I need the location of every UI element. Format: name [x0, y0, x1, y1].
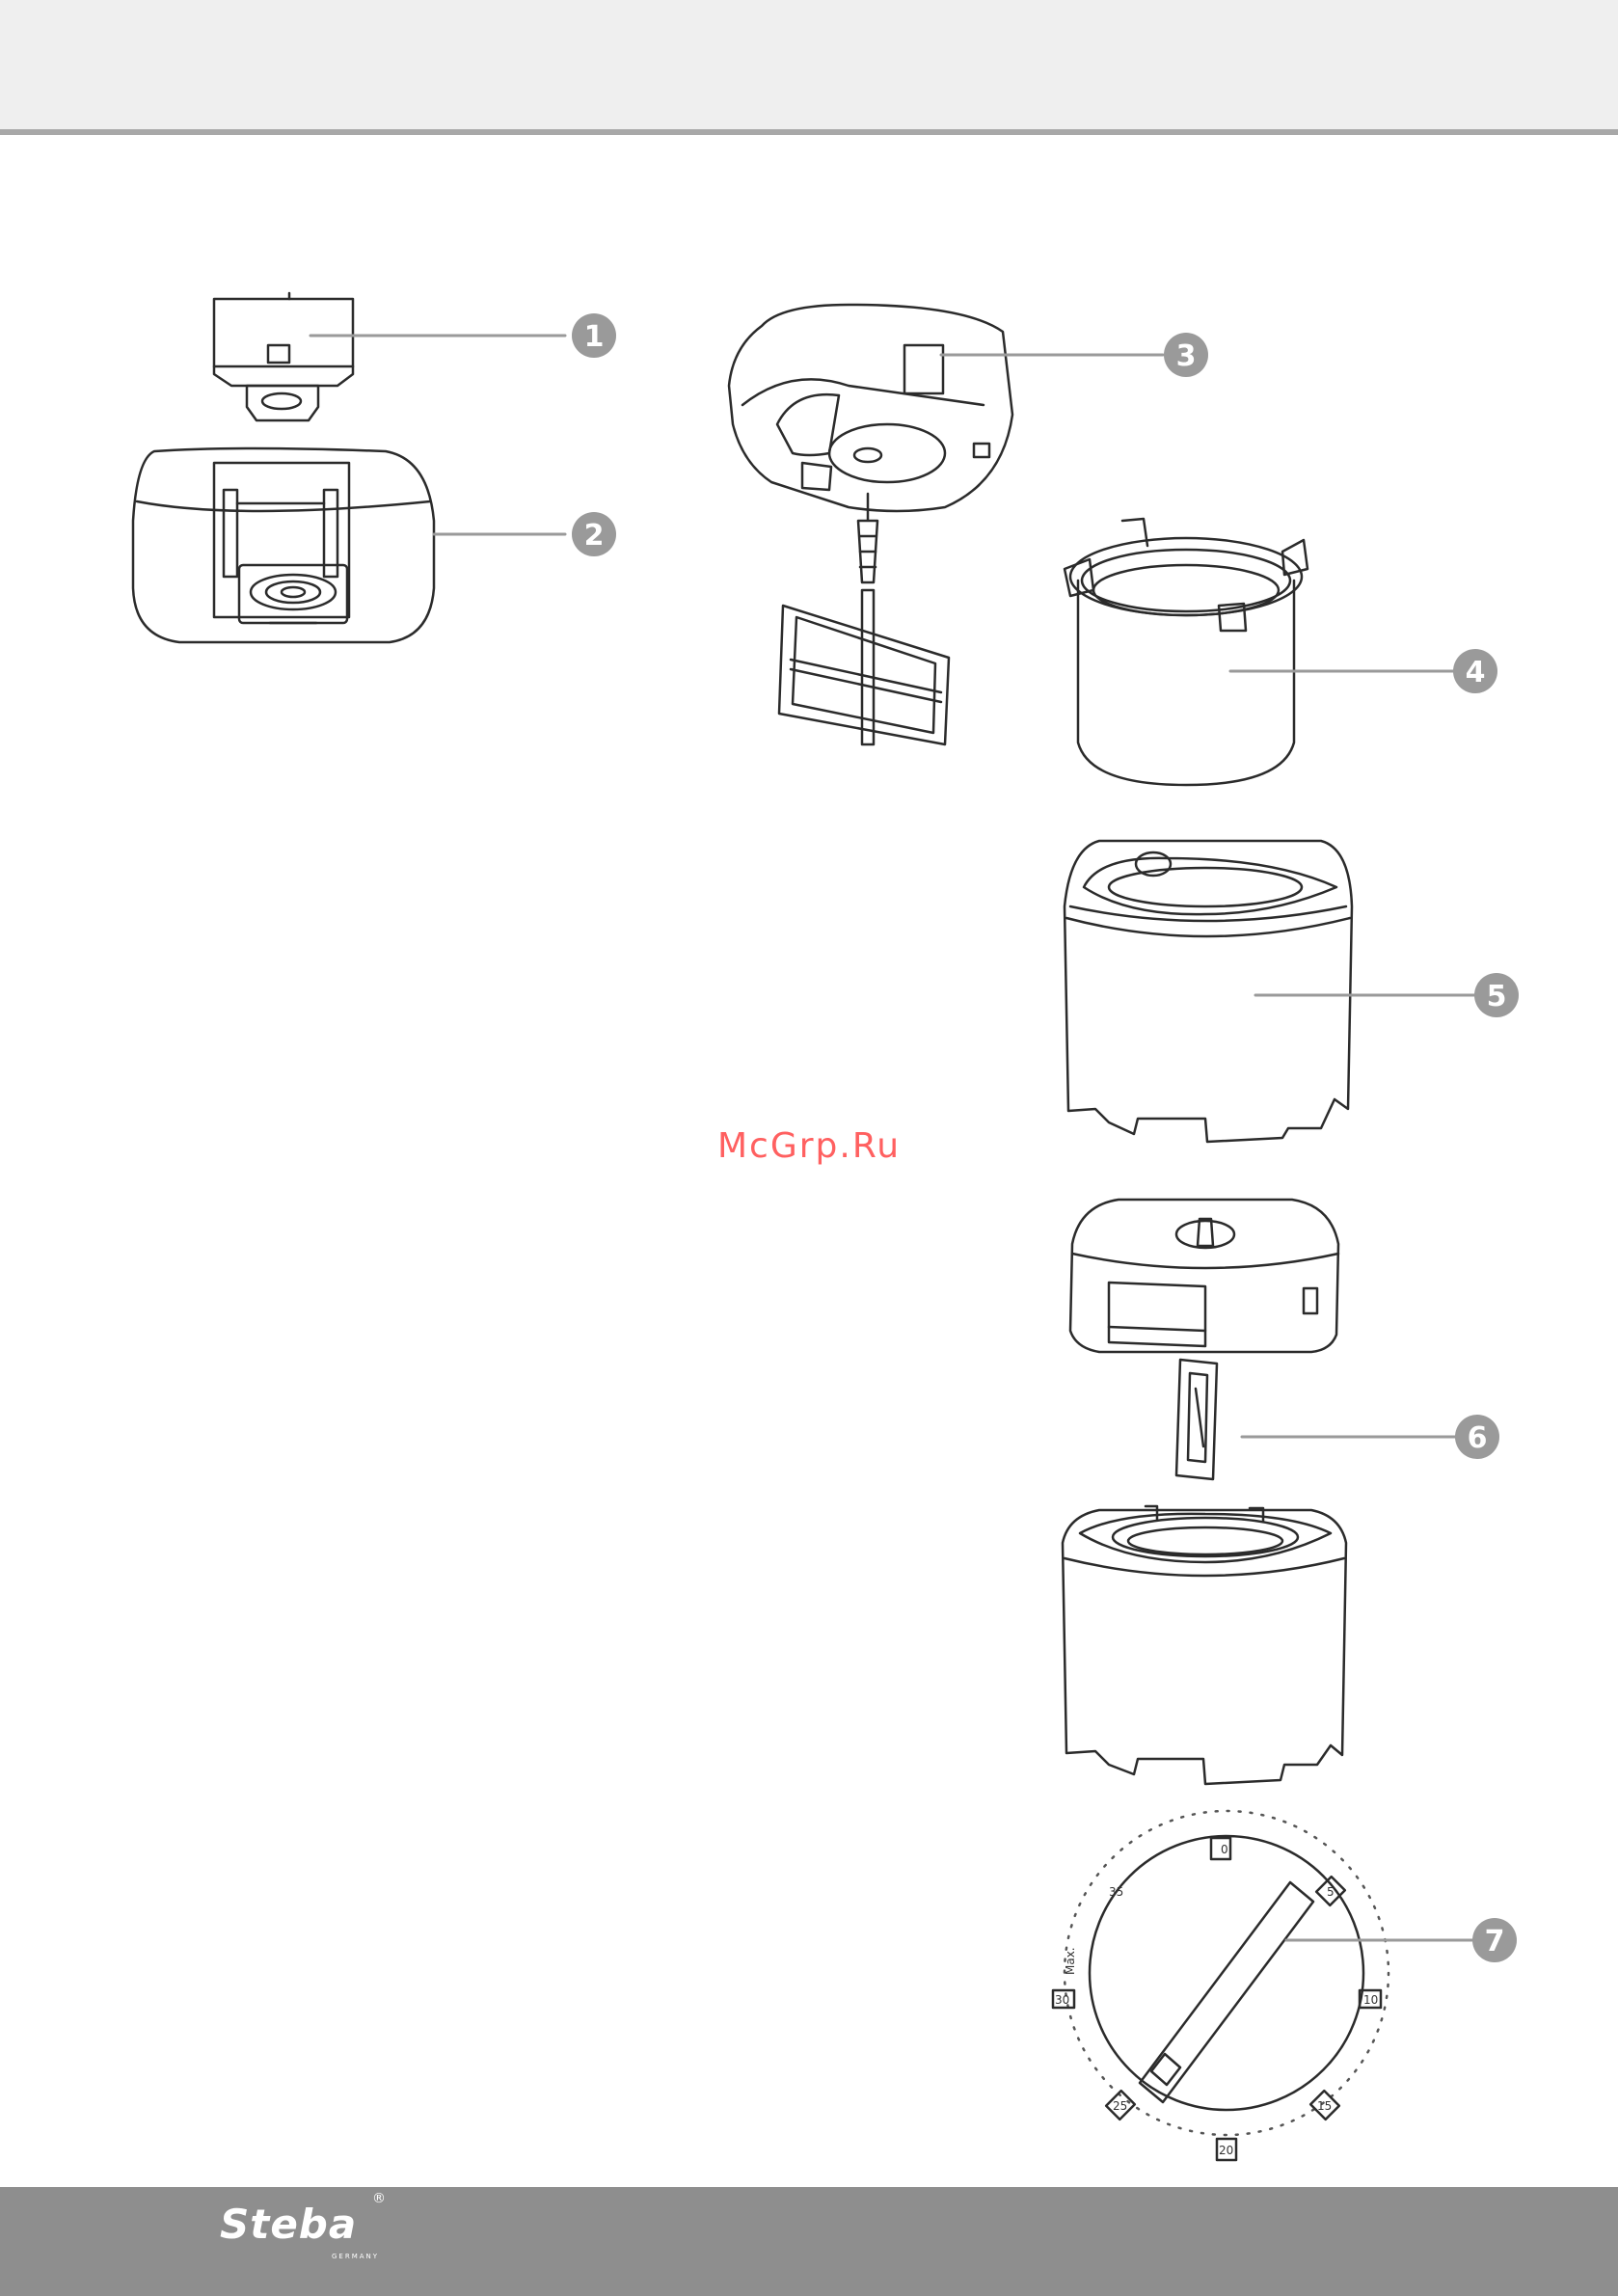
callout-7: 7	[1472, 1918, 1517, 1962]
callout-3: 3	[1164, 333, 1208, 377]
callout-5: 5	[1474, 973, 1519, 1017]
callout-1: 1	[572, 313, 616, 358]
callout-6: 6	[1455, 1415, 1499, 1459]
logo-tagline: GERMANY	[332, 2253, 379, 2260]
svg-text:7: 7	[1485, 1925, 1505, 1958]
svg-text:2: 2	[584, 519, 605, 553]
registered-mark: ®	[372, 2191, 386, 2206]
dial-mark-25: 25	[1113, 2099, 1127, 2113]
svg-text:5: 5	[1487, 980, 1507, 1013]
dial-mark-10: 10	[1363, 1993, 1378, 2007]
svg-text:6: 6	[1468, 1421, 1488, 1455]
callout-2: 2	[572, 512, 616, 556]
svg-text:1: 1	[584, 320, 605, 354]
svg-text:4: 4	[1466, 656, 1486, 689]
brand-logo: Steba	[220, 2201, 357, 2248]
watermark: McGrp.Ru	[717, 1126, 901, 1166]
dial-mark-15: 15	[1317, 2099, 1332, 2113]
dial-mark-35: 35	[1109, 1885, 1123, 1899]
callout-4: 4	[1453, 649, 1497, 693]
dial-mark-5: 5	[1327, 1885, 1335, 1899]
dial-mark-30: 30	[1055, 1993, 1069, 2007]
svg-text:3: 3	[1176, 339, 1197, 373]
dial-max-label: Max.	[1064, 1947, 1077, 1975]
dial-mark-20: 20	[1219, 2144, 1233, 2157]
dial-mark-0: 0	[1221, 1843, 1228, 1856]
